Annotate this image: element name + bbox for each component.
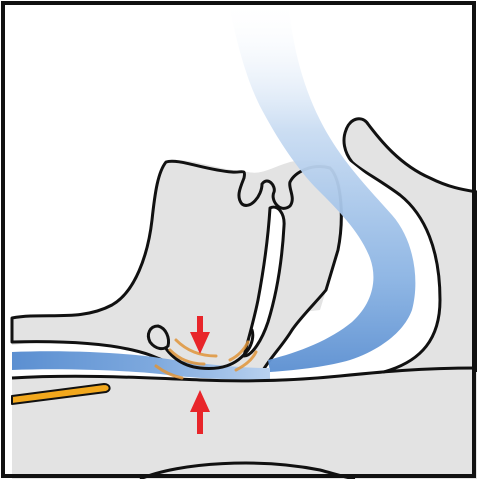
uvula-tip	[148, 326, 168, 349]
